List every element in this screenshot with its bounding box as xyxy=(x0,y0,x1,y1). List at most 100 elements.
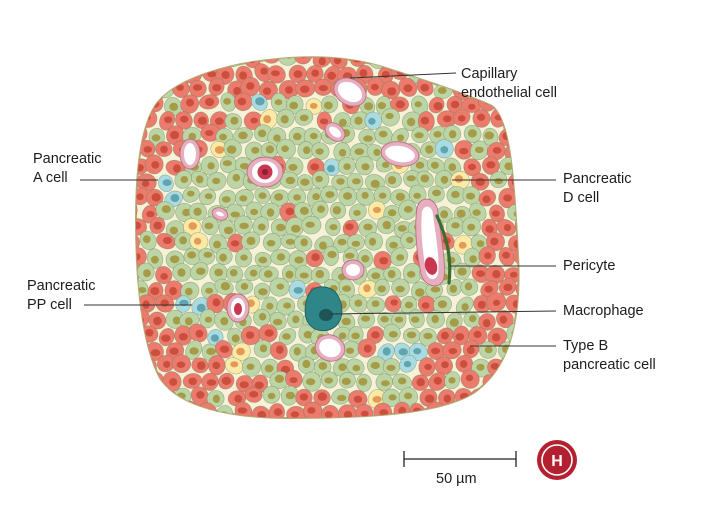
islet-cell xyxy=(136,93,146,112)
cell-nucleus xyxy=(476,240,485,248)
cell-nucleus xyxy=(184,287,193,296)
cell-nucleus xyxy=(275,223,286,232)
cell-nucleus xyxy=(521,251,529,258)
cell-nucleus xyxy=(387,209,397,217)
cell-nucleus xyxy=(467,163,477,171)
cell-nucleus xyxy=(451,190,460,199)
cell-nucleus xyxy=(324,377,333,384)
islet-cell xyxy=(515,215,519,236)
cell-nucleus xyxy=(160,145,168,154)
cell-nucleus xyxy=(317,205,325,213)
cell-nucleus xyxy=(398,377,407,385)
cell-nucleus xyxy=(491,333,501,342)
cell-nucleus xyxy=(407,271,416,278)
cell-nucleus xyxy=(151,134,161,142)
cell-nucleus xyxy=(145,328,154,337)
cell-nucleus xyxy=(450,100,460,109)
label-pancreatic-d-cell: Pancreatic D cell xyxy=(563,171,632,206)
cell-nucleus xyxy=(182,208,191,217)
cell-nucleus xyxy=(143,394,152,402)
islet-cell xyxy=(515,371,519,390)
cell-nucleus xyxy=(293,194,301,201)
cell-nucleus xyxy=(380,315,389,323)
cell-nucleus xyxy=(433,376,442,385)
cell-nucleus xyxy=(239,71,248,80)
cell-nucleus xyxy=(170,408,179,417)
cell-nucleus xyxy=(437,300,447,309)
cell-nucleus xyxy=(343,163,351,171)
cell-nucleus xyxy=(300,206,309,215)
cell-nucleus xyxy=(482,409,491,416)
cell-nucleus xyxy=(424,363,432,370)
cell-nucleus xyxy=(319,118,329,125)
capillary xyxy=(179,138,201,170)
cell-nucleus xyxy=(303,331,313,339)
cell-nucleus xyxy=(237,97,247,106)
cell-nucleus xyxy=(485,225,494,233)
cell-nucleus xyxy=(503,224,512,232)
cell-nucleus xyxy=(467,223,476,231)
cell-nucleus xyxy=(371,331,380,339)
cell-nucleus xyxy=(136,193,144,201)
cell-nucleus xyxy=(239,222,249,230)
cell-nucleus xyxy=(143,146,153,153)
cell-nucleus xyxy=(377,285,386,293)
cell-nucleus xyxy=(510,150,519,157)
cell-nucleus xyxy=(476,270,485,277)
cell-nucleus xyxy=(187,190,195,197)
islet-cell xyxy=(277,57,299,66)
cell-nucleus xyxy=(162,179,172,187)
islet-cell xyxy=(420,57,438,69)
cell-nucleus xyxy=(125,207,134,215)
cell-nucleus xyxy=(188,222,197,230)
cell-nucleus xyxy=(129,240,136,248)
cell-nucleus xyxy=(266,240,276,247)
cell-nucleus xyxy=(193,237,202,245)
cell-nucleus xyxy=(423,332,433,340)
cell-nucleus xyxy=(221,196,231,203)
cell-nucleus xyxy=(493,299,501,306)
cell-nucleus xyxy=(231,334,240,343)
cell-nucleus xyxy=(521,409,529,417)
cell-nucleus xyxy=(160,299,169,307)
cell-nucleus xyxy=(309,132,318,140)
cell-nucleus xyxy=(484,131,495,140)
cell-nucleus xyxy=(273,318,283,326)
islet-cell xyxy=(136,57,137,70)
cell-nucleus xyxy=(136,221,142,230)
cell-nucleus xyxy=(491,210,500,217)
cell-nucleus xyxy=(458,241,467,249)
cell-nucleus xyxy=(504,162,514,171)
cell-nucleus xyxy=(161,205,171,214)
cell-nucleus xyxy=(136,375,145,384)
cell-nucleus xyxy=(329,224,338,231)
cell-nucleus xyxy=(341,377,351,385)
cell-nucleus xyxy=(430,347,441,355)
cell-nucleus xyxy=(381,71,390,79)
islet-cell xyxy=(495,401,513,419)
cell-nucleus xyxy=(370,179,380,188)
cell-nucleus xyxy=(196,267,206,275)
cell-nucleus xyxy=(490,237,499,246)
cell-nucleus xyxy=(226,145,237,154)
cell-nucleus xyxy=(274,99,283,106)
cell-nucleus xyxy=(494,178,504,185)
leader-capillary xyxy=(349,72,457,79)
cell-nucleus xyxy=(264,270,273,278)
cell-nucleus xyxy=(262,87,272,95)
islet-cell xyxy=(477,403,495,419)
cell-nucleus xyxy=(150,287,160,296)
cell-nucleus xyxy=(443,394,452,403)
cell-nucleus xyxy=(379,409,389,416)
cell-nucleus xyxy=(415,288,425,297)
cell-nucleus xyxy=(449,284,458,293)
cell-nucleus xyxy=(416,378,425,387)
cell-nucleus xyxy=(352,178,361,185)
cell-nucleus xyxy=(477,300,486,309)
cell-nucleus xyxy=(303,146,311,155)
cell-nucleus xyxy=(224,226,234,235)
cell-nucleus xyxy=(162,57,172,61)
cell-nucleus xyxy=(501,407,509,416)
cell-nucleus xyxy=(179,236,188,245)
cell-nucleus xyxy=(420,116,430,125)
